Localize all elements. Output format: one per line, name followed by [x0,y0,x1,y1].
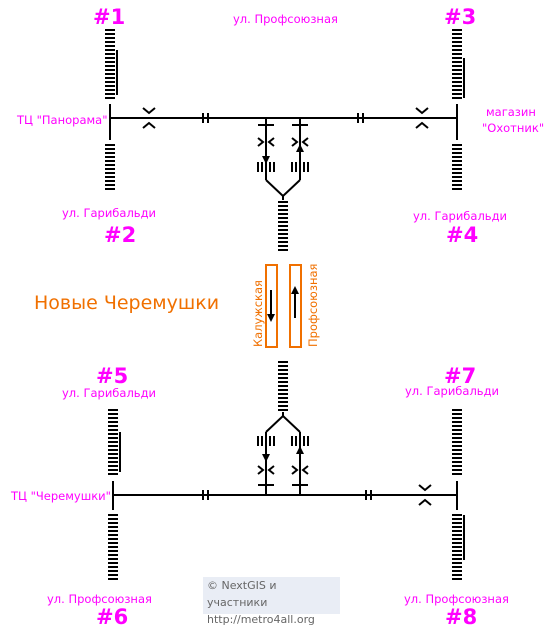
landmark-okhotnik-line2: "Охотник" [482,121,544,135]
exit-5-street: ул. Гарибальди [62,386,156,400]
exit-7-street: ул. Гарибальди [405,384,499,398]
stairs-escalators [105,29,465,580]
lower-concourse [257,412,309,495]
exit-2-street: ул. Гарибальди [62,206,156,220]
platform-kaluzhskaya [265,264,278,348]
upper-passage [109,104,458,140]
upper-concourse [257,118,309,200]
credits-box: © NextGIS и участники http://metro4all.o… [203,577,340,626]
exit-4-number: #4 [446,223,478,247]
exit-7-number: #7 [444,364,476,388]
station-name: Новые Черемушки [34,292,219,314]
exit-8-street: ул. Профсоюзная [404,592,509,606]
exit-3-number: #3 [444,5,476,29]
exit-6-number: #6 [96,605,128,629]
exit-5-number: #5 [96,364,128,388]
platforms [265,264,302,348]
credits-url[interactable]: http://metro4all.org [207,613,315,626]
landmark-okhotnik-line1: магазин [486,105,536,119]
platform-label-kaluzhskaya: Калужская [251,280,265,347]
credits-copyright: © NextGIS и участники [207,579,277,609]
lower-passage [112,481,458,510]
exit-8-number: #8 [445,605,477,629]
landmark-panorama: ТЦ "Панорама" [16,113,108,127]
exit-1-street: ул. Профсоюзная [233,12,338,26]
exit-2-number: #2 [104,223,136,247]
landmark-cheremushki: ТЦ "Черемушки" [10,489,111,503]
exit-1-number: #1 [93,5,125,29]
exit-6-street: ул. Профсоюзная [47,592,152,606]
platform-profsoyuznaya [289,264,302,348]
exit-4-street: ул. Гарибальди [413,209,507,223]
platform-label-profsoyuznaya: Профсоюзная [306,264,320,347]
